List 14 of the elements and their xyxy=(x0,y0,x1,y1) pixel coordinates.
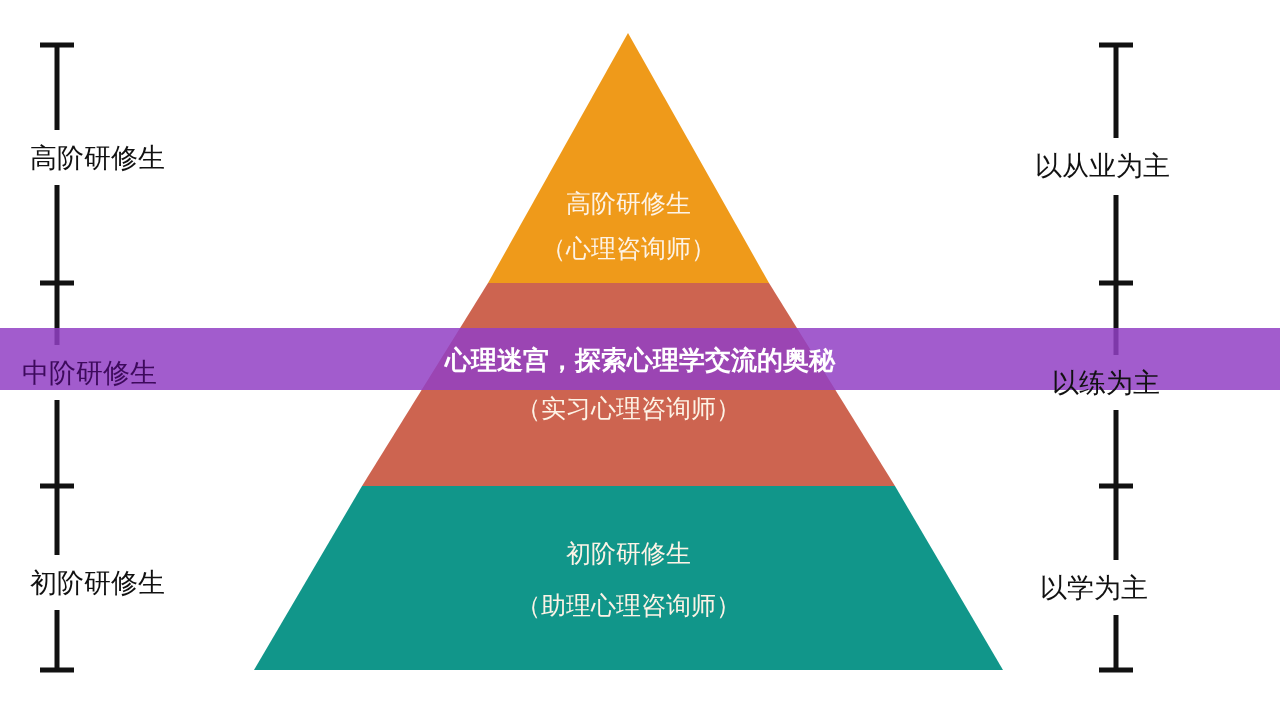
focus-label: 以练为主 xyxy=(1052,366,1160,400)
pyramid-tier xyxy=(254,486,1003,670)
tier-heading: 高阶研修生 xyxy=(566,188,691,220)
tier-subtitle: （实习心理咨询师） xyxy=(516,393,741,425)
level-label: 中阶研修生 xyxy=(22,356,157,390)
tier-subtitle: （助理心理咨询师） xyxy=(516,590,741,622)
title: 心理迷宫，探索心理学交流的奥秘 xyxy=(445,344,835,377)
tier-heading: 初阶研修生 xyxy=(566,538,691,570)
level-label: 初阶研修生 xyxy=(30,566,165,600)
focus-label: 以从业为主 xyxy=(1035,149,1170,183)
focus-label: 以学为主 xyxy=(1040,571,1148,605)
tier-subtitle: （心理咨询师） xyxy=(541,233,716,265)
pyramid-top-tier xyxy=(488,33,769,283)
level-label: 高阶研修生 xyxy=(30,141,165,175)
